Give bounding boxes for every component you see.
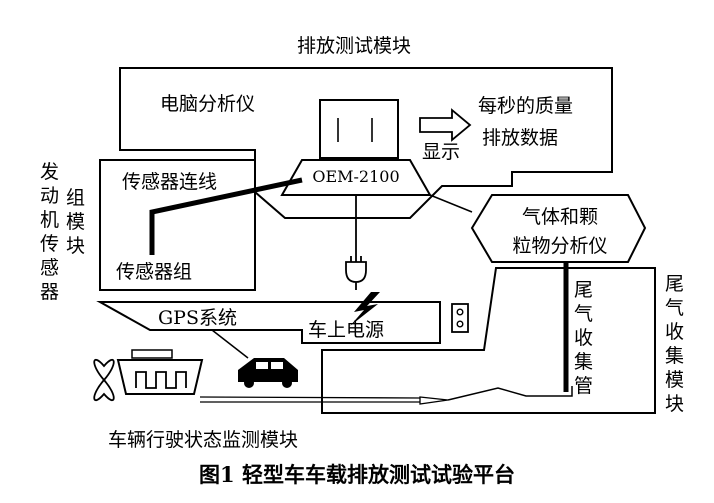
lightning-icon: [350, 292, 380, 326]
gas-particulate-analyzer: [470, 194, 647, 263]
oem-2100-label: OEM-2100: [312, 167, 399, 186]
tail-pipe-label-2: 气: [574, 303, 593, 325]
tail-pipe-label-4: 集: [574, 351, 593, 373]
engine-sensor-label-c1-5: 感: [40, 257, 59, 279]
sensor-cable: [149, 177, 303, 255]
computer-monitor: [319, 99, 399, 159]
gps-system-label: GPS系统: [158, 307, 237, 329]
tail-pipe-label-5: 管: [574, 375, 593, 397]
engine-block: [116, 359, 204, 395]
engine-sensor-label-c1-4: 传: [40, 233, 59, 255]
tail-module-label-4: 集: [665, 345, 684, 367]
engine-sensor-label-c2-1: 组: [66, 187, 85, 209]
tail-module-label-6: 块: [665, 393, 684, 415]
tail-pipe-label-3: 收: [574, 327, 593, 349]
analyzer-link: [429, 194, 473, 213]
engine-sensor-label-c2-3: 块: [66, 235, 85, 257]
socket-hole-top: [456, 308, 464, 316]
emission-test-module-box: [119, 67, 613, 219]
engine-sensor-label-c1-2: 动: [40, 185, 59, 207]
display-arrow: [419, 108, 472, 142]
diagram-title: 排放测试模块: [297, 35, 411, 57]
vehicle-power-label: 车上电源: [308, 319, 384, 341]
display-label: 显示: [422, 141, 460, 163]
tailpipe-hose-top: [199, 396, 421, 399]
computer-analyzer-label: 电脑分析仪: [160, 93, 255, 115]
tailpipe-nozzle: [419, 396, 449, 405]
output-label-line2: 排放数据: [482, 127, 558, 149]
engine-sensor-label-c1-6: 器: [40, 281, 59, 303]
tail-module-label-3: 收: [665, 321, 684, 343]
vehicle-module-box: [96, 301, 441, 344]
car-icon: [238, 358, 298, 388]
sensor-group-label: 传感器组: [116, 261, 192, 283]
power-plug-icon: [345, 256, 367, 290]
heater-coil: [135, 371, 187, 389]
gas-analyzer-label-line1: 气体和颗: [522, 206, 598, 228]
tail-module-label-2: 气: [665, 297, 684, 319]
engine-sensor-label-c2-2: 模: [66, 211, 85, 233]
figure-caption: 图1 轻型车车载排放测试试验平台: [199, 462, 515, 487]
engine-sensor-label-c1-1: 发: [40, 161, 59, 183]
tail-module-label-5: 模: [665, 369, 684, 391]
sensor-module-box: [99, 159, 256, 291]
vehicle-module-label: 车辆行驶状态监测模块: [108, 429, 298, 451]
gas-analyzer-label-line2: 粒物分析仪: [512, 235, 607, 257]
sensor-wire-label: 传感器连线: [122, 171, 217, 193]
engine-sensor-label-c1-3: 机: [40, 209, 59, 231]
output-label-line1: 每秒的质量: [478, 95, 573, 117]
fan-icon: [93, 359, 115, 401]
tail-pipe-label-1: 尾: [574, 279, 593, 301]
exhaust-collection-module-box: [321, 267, 656, 414]
gps-antenna-lead: [211, 329, 249, 359]
socket-hole-bottom: [456, 320, 464, 328]
tail-module-label-1: 尾: [665, 273, 684, 295]
intake-bar: [131, 349, 173, 359]
power-socket: [451, 303, 469, 333]
tailpipe-connector: [447, 386, 573, 401]
